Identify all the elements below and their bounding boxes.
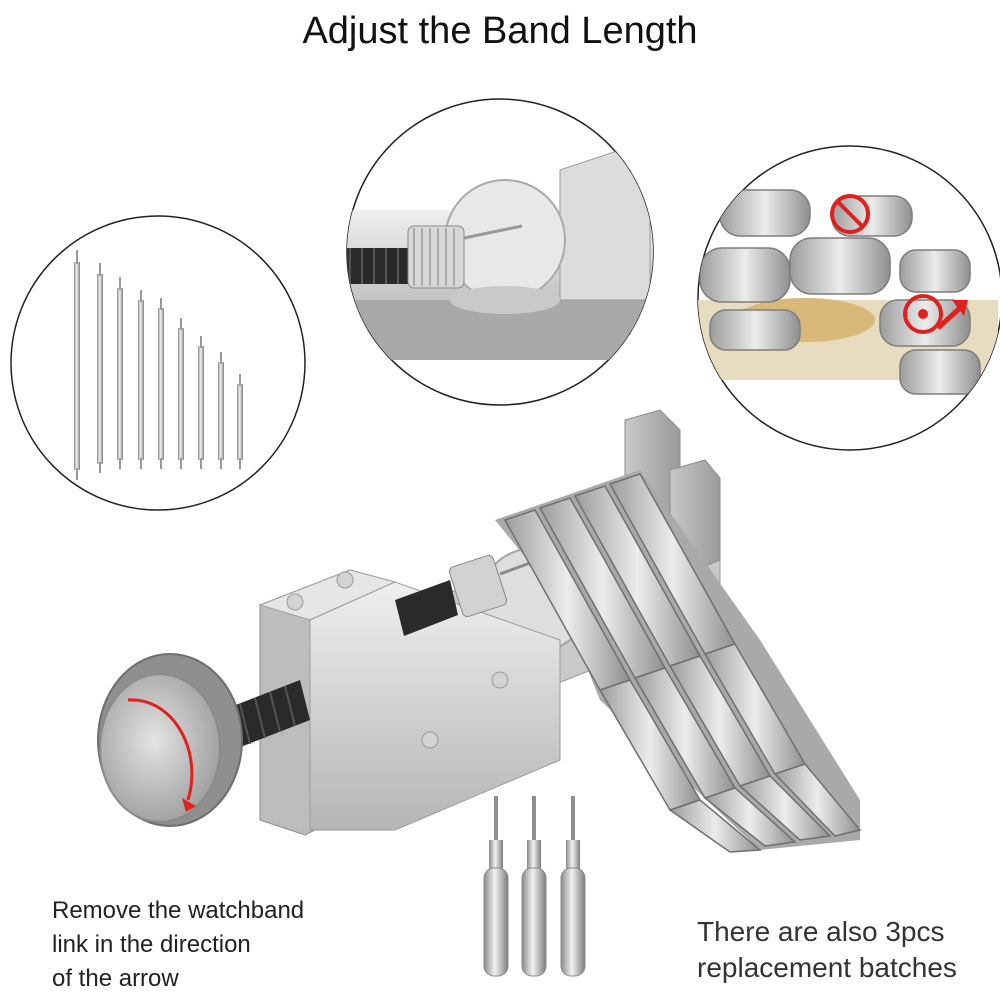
removal-arrow-icon (903, 294, 968, 334)
caption-line: There are also 3pcs (697, 916, 945, 947)
band-closeup-icon (697, 145, 1000, 451)
spring-bar (97, 263, 103, 473)
caption-line: Remove the watchband (52, 897, 305, 924)
spring-bar (117, 277, 123, 469)
replacement-pin-icon (521, 796, 547, 977)
link-remover-tool-icon (97, 409, 721, 836)
caption-line: replacement batches (697, 952, 957, 983)
spring-bar (74, 250, 80, 480)
knob (97, 653, 243, 827)
replacement-pin-icon (483, 796, 509, 977)
no-entry-icon (830, 194, 870, 234)
spring-bar (198, 336, 204, 469)
spring-bar (138, 290, 144, 469)
instruction-caption: Remove the watchband link in the directi… (52, 894, 372, 996)
page-title: Adjust the Band Length (302, 10, 698, 52)
caption-line: of the arrow (52, 965, 179, 992)
spring-bar (158, 298, 164, 469)
spring-bar (218, 352, 224, 469)
spring-bar (178, 318, 184, 469)
spring-bar (237, 374, 243, 469)
pin-closeup-icon (346, 98, 654, 406)
watch-band-icon (495, 470, 862, 853)
caption-line: link in the direction (52, 931, 251, 958)
replacement-pin-icon (560, 796, 586, 977)
spring-bar-set-icon (10, 215, 306, 511)
replacement-caption: There are also 3pcs replacement batches (697, 914, 997, 986)
replacement-pins (483, 796, 586, 977)
